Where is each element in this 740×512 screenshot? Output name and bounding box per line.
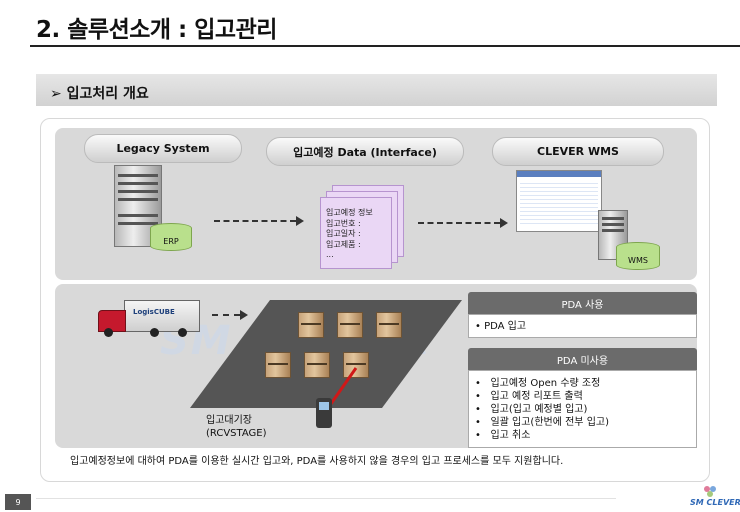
list-item-text: PDA 입고	[484, 321, 527, 332]
doc-line: 입고예정 정보	[326, 208, 373, 217]
pda-use-list: • PDA 입고	[468, 314, 697, 338]
doc-line: 입고일자 :	[326, 229, 361, 238]
document-content: 입고예정 정보 입고번호 : 입고일자 : 입고제품 : ...	[326, 208, 373, 261]
list-item-text: 입고(입고 예정별 입고)	[490, 404, 588, 415]
title-divider	[30, 45, 740, 47]
pda-use-header: PDA 사용	[468, 292, 697, 314]
summary-note: 입고예정정보에 대하여 PDA를 이용한 실시간 입고와, PDA를 사용하지 …	[70, 456, 564, 467]
bullet-icon: •	[475, 404, 481, 415]
truck-wheel-icon	[178, 328, 187, 337]
footer-divider	[36, 498, 616, 499]
page-title: 2. 솔루션소개 : 입고관리	[36, 17, 277, 43]
staging-label-korean: 입고대기장	[206, 415, 252, 426]
erp-label: ERP	[163, 237, 179, 246]
pallet-box-icon	[304, 352, 330, 378]
wms-database-icon: WMS	[616, 242, 660, 270]
list-item-text: 입고예정 Open 수량 조정	[490, 378, 601, 389]
pallet-box-icon	[298, 312, 324, 338]
list-item: • PDA 입고	[475, 320, 696, 333]
pallet-box-icon	[337, 312, 363, 338]
brand-logo-text: SM CLEVER	[690, 498, 740, 507]
list-item: • 일괄 입고(한번에 전부 입고)	[475, 416, 696, 429]
section-title: ➢ 입고처리 개요	[50, 83, 149, 103]
legacy-system-pill: Legacy System	[84, 134, 242, 163]
arrow-bullet-icon: ➢	[50, 86, 62, 102]
truck-wheel-icon	[104, 328, 113, 337]
doc-line: ...	[326, 250, 334, 259]
flow-arrow-head-icon	[296, 216, 304, 226]
sm-clever-logo-icon	[704, 486, 716, 497]
staging-label-code: (RCVSTAGE)	[206, 428, 267, 439]
interface-data-pill: 입고예정 Data (Interface)	[266, 137, 464, 166]
flow-arrow-line	[418, 222, 500, 224]
clever-wms-pill: CLEVER WMS	[492, 137, 664, 166]
pda-nouse-list: • 입고예정 Open 수량 조정 • 입고 예정 리포트 출력 • 입고(입고…	[468, 370, 697, 448]
flow-arrow-line	[214, 220, 296, 222]
doc-line: 입고제품 :	[326, 239, 361, 249]
list-item: • 입고예정 Open 수량 조정	[475, 377, 696, 390]
wms-screen-icon	[516, 170, 602, 232]
pallet-box-icon	[376, 312, 402, 338]
wms-label: WMS	[628, 256, 648, 265]
flow-arrow-line	[212, 314, 240, 316]
bullet-icon: •	[475, 321, 481, 332]
document-icon	[320, 197, 392, 269]
list-item-text: 일괄 입고(한번에 전부 입고)	[490, 417, 609, 428]
staging-area-label: 입고대기장 (RCVSTAGE)	[206, 414, 267, 440]
pda-scanner-icon	[316, 367, 358, 428]
truck-logo-label: LogisCUBE	[133, 308, 175, 316]
list-item: • 입고 취소	[475, 429, 696, 442]
bullet-icon: •	[475, 378, 481, 389]
truck-wheel-icon	[150, 328, 159, 337]
pda-nouse-header: PDA 미사용	[468, 348, 697, 370]
pallet-box-icon	[265, 352, 291, 378]
list-item: • 입고 예정 리포트 출력	[475, 390, 696, 403]
flow-arrow-head-icon	[500, 218, 508, 228]
page-number: 9	[5, 494, 31, 510]
list-item-text: 입고 예정 리포트 출력	[490, 391, 583, 402]
section-header-bar	[36, 74, 717, 106]
flow-arrow-head-icon	[240, 310, 248, 320]
pallet-box-icon	[343, 352, 369, 378]
truck-trailer-icon: LogisCUBE	[124, 300, 200, 332]
bullet-icon: •	[475, 430, 481, 441]
erp-database-icon: ERP	[150, 223, 192, 251]
bullet-icon: •	[475, 417, 481, 428]
list-item-text: 입고 취소	[490, 430, 531, 441]
doc-line: 입고번호 :	[326, 218, 361, 228]
bullet-icon: •	[475, 391, 481, 402]
list-item: • 입고(입고 예정별 입고)	[475, 403, 696, 416]
section-title-text: 입고처리 개요	[66, 86, 149, 102]
